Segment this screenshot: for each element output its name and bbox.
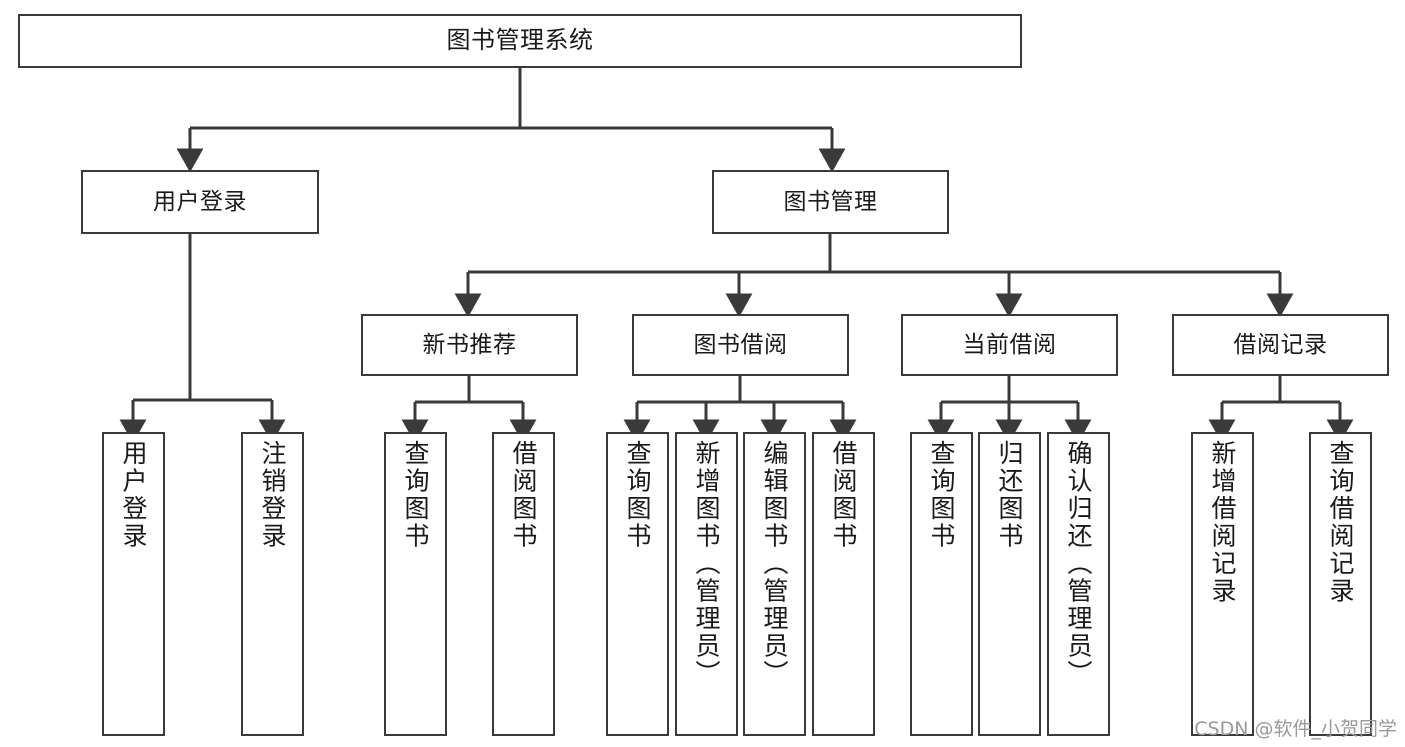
leaf-add-book-admin[interactable]: 新增图书（管理员） bbox=[675, 432, 738, 736]
node-borrow-record[interactable]: 借阅记录 bbox=[1172, 314, 1389, 376]
leaf-edit-book-admin-label: 编辑图书（管理员） bbox=[760, 440, 789, 688]
node-user-login[interactable]: 用户登录 bbox=[81, 170, 319, 234]
leaf-query-book-1-label: 查询图书 bbox=[401, 440, 430, 550]
leaf-borrow-book-2[interactable]: 借阅图书 bbox=[812, 432, 875, 736]
leaf-add-borrow-record[interactable]: 新增借阅记录 bbox=[1191, 432, 1254, 736]
node-root-label: 图书管理系统 bbox=[446, 26, 594, 55]
leaf-user-login-label: 用户登录 bbox=[119, 440, 148, 550]
leaf-borrow-book-1-label: 借阅图书 bbox=[509, 440, 538, 550]
leaf-query-borrow-record-label: 查询借阅记录 bbox=[1326, 440, 1355, 605]
node-book-management-label: 图书管理 bbox=[783, 188, 878, 215]
leaf-query-borrow-record[interactable]: 查询借阅记录 bbox=[1309, 432, 1372, 736]
leaf-query-book-3[interactable]: 查询图书 bbox=[910, 432, 973, 736]
leaf-logout[interactable]: 注销登录 bbox=[241, 432, 304, 736]
leaf-query-book-3-label: 查询图书 bbox=[927, 440, 956, 550]
leaf-return-book-label: 归还图书 bbox=[995, 440, 1024, 550]
leaf-return-book[interactable]: 归还图书 bbox=[978, 432, 1041, 736]
node-new-book-recommend-label: 新书推荐 bbox=[422, 331, 517, 358]
node-book-borrow[interactable]: 图书借阅 bbox=[632, 314, 849, 376]
leaf-add-book-admin-label: 新增图书（管理员） bbox=[692, 440, 721, 688]
leaf-query-book-2[interactable]: 查询图书 bbox=[606, 432, 669, 736]
node-root[interactable]: 图书管理系统 bbox=[18, 14, 1022, 68]
leaf-logout-label: 注销登录 bbox=[258, 440, 287, 550]
node-user-login-label: 用户登录 bbox=[153, 188, 247, 215]
node-book-borrow-label: 图书借阅 bbox=[693, 331, 788, 358]
leaf-user-login[interactable]: 用户登录 bbox=[102, 432, 165, 736]
leaf-query-book-1[interactable]: 查询图书 bbox=[384, 432, 447, 736]
watermark-text: CSDN @软件_小贺同学 bbox=[1194, 718, 1397, 740]
leaf-confirm-return-admin-label: 确认归还（管理员） bbox=[1064, 440, 1093, 688]
node-book-management[interactable]: 图书管理 bbox=[712, 170, 949, 234]
leaf-borrow-book-2-label: 借阅图书 bbox=[829, 440, 858, 550]
leaf-borrow-book-1[interactable]: 借阅图书 bbox=[492, 432, 555, 736]
leaf-add-borrow-record-label: 新增借阅记录 bbox=[1208, 440, 1237, 605]
leaf-query-book-2-label: 查询图书 bbox=[623, 440, 652, 550]
leaf-confirm-return-admin[interactable]: 确认归还（管理员） bbox=[1047, 432, 1110, 736]
node-current-borrow[interactable]: 当前借阅 bbox=[901, 314, 1118, 376]
node-new-book-recommend[interactable]: 新书推荐 bbox=[361, 314, 578, 376]
node-current-borrow-label: 当前借阅 bbox=[962, 331, 1057, 358]
node-borrow-record-label: 借阅记录 bbox=[1233, 331, 1328, 358]
leaf-edit-book-admin[interactable]: 编辑图书（管理员） bbox=[743, 432, 806, 736]
